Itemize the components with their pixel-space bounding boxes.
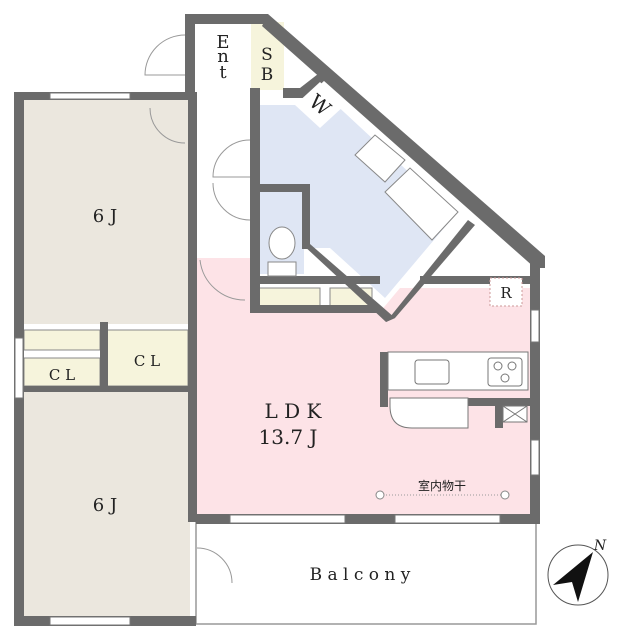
- washroom-label-box: [295, 82, 345, 128]
- closet-right-label: C L: [134, 352, 160, 370]
- stove-icon: [487, 357, 523, 387]
- balcony-label: B a l c o n y: [310, 565, 411, 585]
- ldk-size-label: 13.7 J: [259, 425, 318, 449]
- drying-hook-left: [375, 490, 385, 500]
- bedroom-lower-area: [22, 390, 190, 618]
- windows: [14, 92, 540, 626]
- refrigerator-label: R: [500, 284, 512, 302]
- kitchen-counter-lower: [389, 397, 469, 429]
- toilet-icon: [267, 226, 297, 277]
- door-swings: [144, 34, 251, 584]
- balcony-area: [195, 517, 537, 625]
- compass-icon: N: [547, 538, 609, 606]
- refrigerator-space: [489, 277, 523, 307]
- ldk-area: [197, 258, 530, 515]
- closet-strip: [23, 329, 101, 351]
- drying-hook-right: [500, 490, 510, 500]
- ldk-label: L D K: [265, 399, 323, 423]
- bathtub-icon: [384, 167, 459, 241]
- entrance-area: [195, 22, 251, 90]
- bedroom-lower-label: 6 J: [93, 495, 117, 516]
- exhaust-icon: [502, 405, 528, 423]
- sink-icon: [414, 359, 450, 385]
- washbasin-icon: [354, 134, 406, 183]
- bedroom-upper-label: 6 J: [93, 206, 117, 227]
- north-label: N: [593, 538, 607, 554]
- indoor-drying-label: 室内物干: [418, 478, 466, 493]
- closet-left-label: C L: [49, 366, 75, 384]
- bedroom-upper-area: [22, 98, 190, 324]
